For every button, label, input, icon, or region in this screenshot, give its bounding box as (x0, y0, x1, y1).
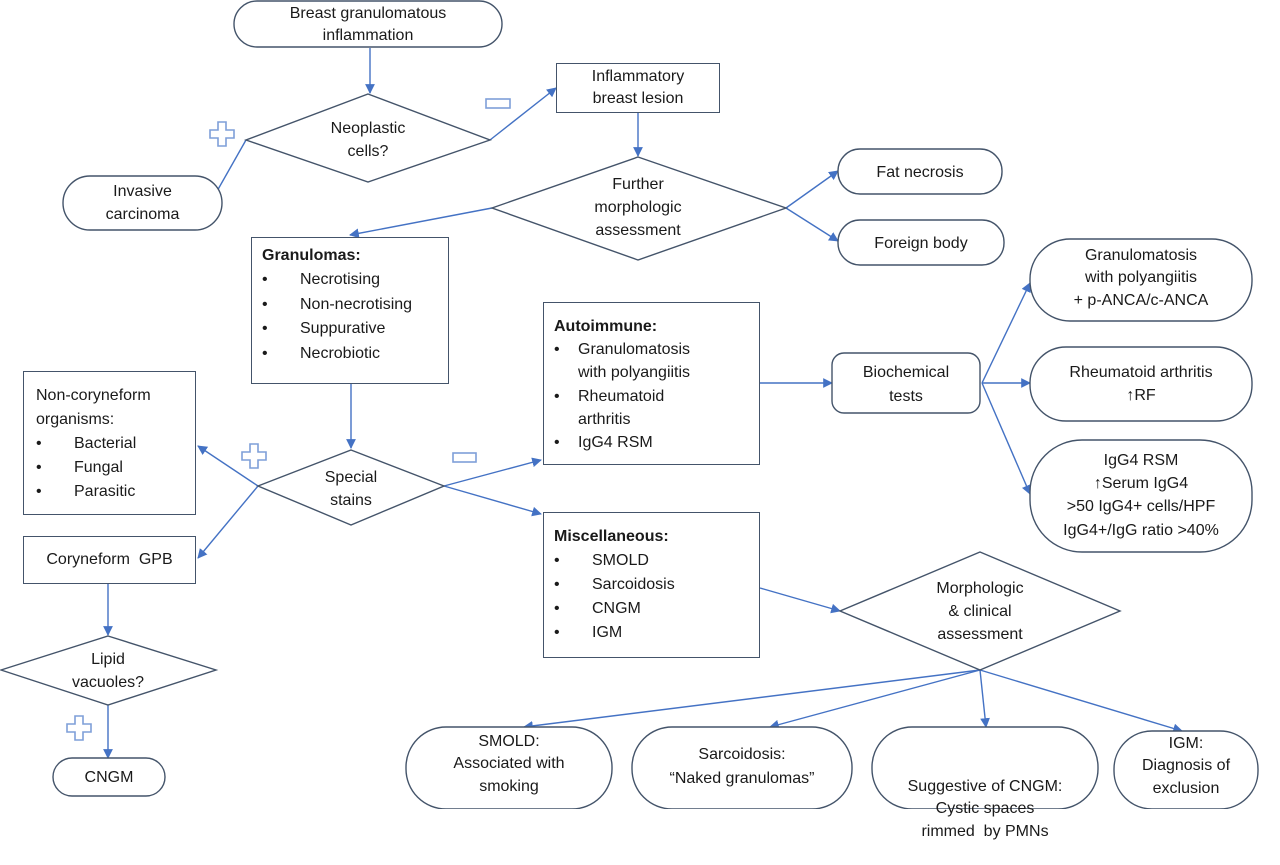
flowchart-canvas (0, 0, 1259, 809)
list-item: Necrobiotic (262, 342, 440, 367)
node-miscellaneous: Miscellaneous: SMOLD Sarcoidosis CNGM IG… (543, 512, 760, 658)
arrow-morpho-to-sarcoidosis (769, 669, 981, 730)
arrow-biochemical-to-igg4 (981, 382, 1031, 495)
node-fat-necrosis-label: Fat necrosis (876, 164, 964, 181)
list-item: SMOLD (554, 549, 751, 573)
arrow-neoplastic-to-inflammatory (489, 87, 557, 141)
list-item: CNGM (554, 597, 751, 621)
arrow-special-to-misc (443, 485, 542, 517)
arrow-special-to-autoimmune (443, 457, 542, 487)
list-item: Necrotising (262, 268, 440, 293)
node-ra-shape (1029, 346, 1253, 422)
node-autoimmune: Autoimmune: Granulomatosis with polyangi… (543, 302, 760, 465)
autoimmune-title: Autoimmune: (554, 318, 658, 335)
arrow-special-to-coryneform (197, 485, 259, 559)
node-igm-shape (1113, 730, 1259, 809)
node-biochemical-shape (831, 352, 981, 414)
misc-title: Miscellaneous: (554, 528, 669, 545)
list-item: Non-necrotising (262, 293, 440, 318)
node-sarcoidosis-shape (631, 726, 853, 809)
node-smold-shape (405, 726, 613, 809)
granulomas-list: Necrotising Non-necrotising Suppurative … (262, 268, 440, 367)
list-item: IgG4 RSM (554, 431, 751, 454)
node-granulomas: Granulomas: Necrotising Non-necrotising … (251, 237, 449, 384)
arrow-further-to-granulomas (349, 207, 493, 239)
arrow-biochemical-to-gpa (981, 282, 1031, 384)
arrow-morpho-to-suggestive (979, 669, 990, 728)
arrow-further-to-fat-necrosis (785, 170, 839, 209)
decision-lipid-shape (0, 635, 219, 706)
node-cngm-end-shape (52, 757, 166, 797)
decision-morpho-shape (838, 551, 1122, 671)
decision-further-shape (489, 156, 789, 261)
list-item: Bacterial (36, 432, 187, 456)
node-cngm-end-label: CNGM (84, 769, 134, 786)
minus-sign-icon (485, 98, 511, 109)
plus-sign-icon (241, 443, 267, 469)
granulomas-title: Granulomas: (262, 247, 361, 264)
arrow-special-to-noncoryneform (197, 445, 259, 487)
arrow-misc-to-morpho (759, 587, 841, 614)
node-gpa-shape (1029, 238, 1253, 322)
noncoryneform-title: organisms: (36, 411, 115, 428)
node-fat-necrosis-shape (837, 148, 1003, 195)
node-ra-label: Rheumatoid arthritis↑RF (1069, 364, 1213, 405)
minus-sign-icon (452, 452, 477, 463)
decision-neoplastic-shape (243, 93, 493, 183)
node-igg4-shape (1029, 439, 1253, 553)
autoimmune-list: Granulomatosis with polyangiitis Rheumat… (554, 338, 751, 454)
arrow-further-to-foreign-body (785, 207, 839, 242)
node-coryneform-gpb: Coryneform GPB (23, 536, 196, 584)
list-item: IGM (554, 621, 751, 645)
noncoryneform-list: Bacterial Fungal Parasitic (36, 432, 187, 504)
misc-list: SMOLD Sarcoidosis CNGM IGM (554, 549, 751, 645)
list-item: Sarcoidosis (554, 573, 751, 597)
list-item: Granulomatosis with polyangiitis (554, 338, 751, 384)
arrow-morpho-to-igm (979, 669, 1183, 734)
node-start-shape (233, 0, 503, 48)
node-noncoryneform: Non-coryneform organisms: Bacterial Fung… (23, 371, 196, 515)
node-suggestive-shape (871, 726, 1099, 809)
node-foreign-body-shape (837, 219, 1005, 266)
plus-sign-icon (66, 715, 92, 741)
decision-special-shape (256, 449, 446, 526)
list-item: Fungal (36, 456, 187, 480)
noncoryneform-title: Non-coryneform (36, 387, 151, 404)
list-item: Parasitic (36, 480, 187, 504)
list-item: Rheumatoid arthritis (554, 385, 751, 431)
node-foreign-body-label: Foreign body (874, 235, 968, 252)
plus-sign-icon (209, 121, 235, 147)
node-invasive-shape (62, 175, 223, 231)
arrow-morpho-to-smold (523, 669, 981, 731)
node-inflammatory-breast-lesion: Inflammatory breast lesion (556, 63, 720, 113)
node-sarcoidosis-label: Sarcoidosis:“Naked granulomas” (669, 746, 815, 787)
list-item: Suppurative (262, 317, 440, 342)
